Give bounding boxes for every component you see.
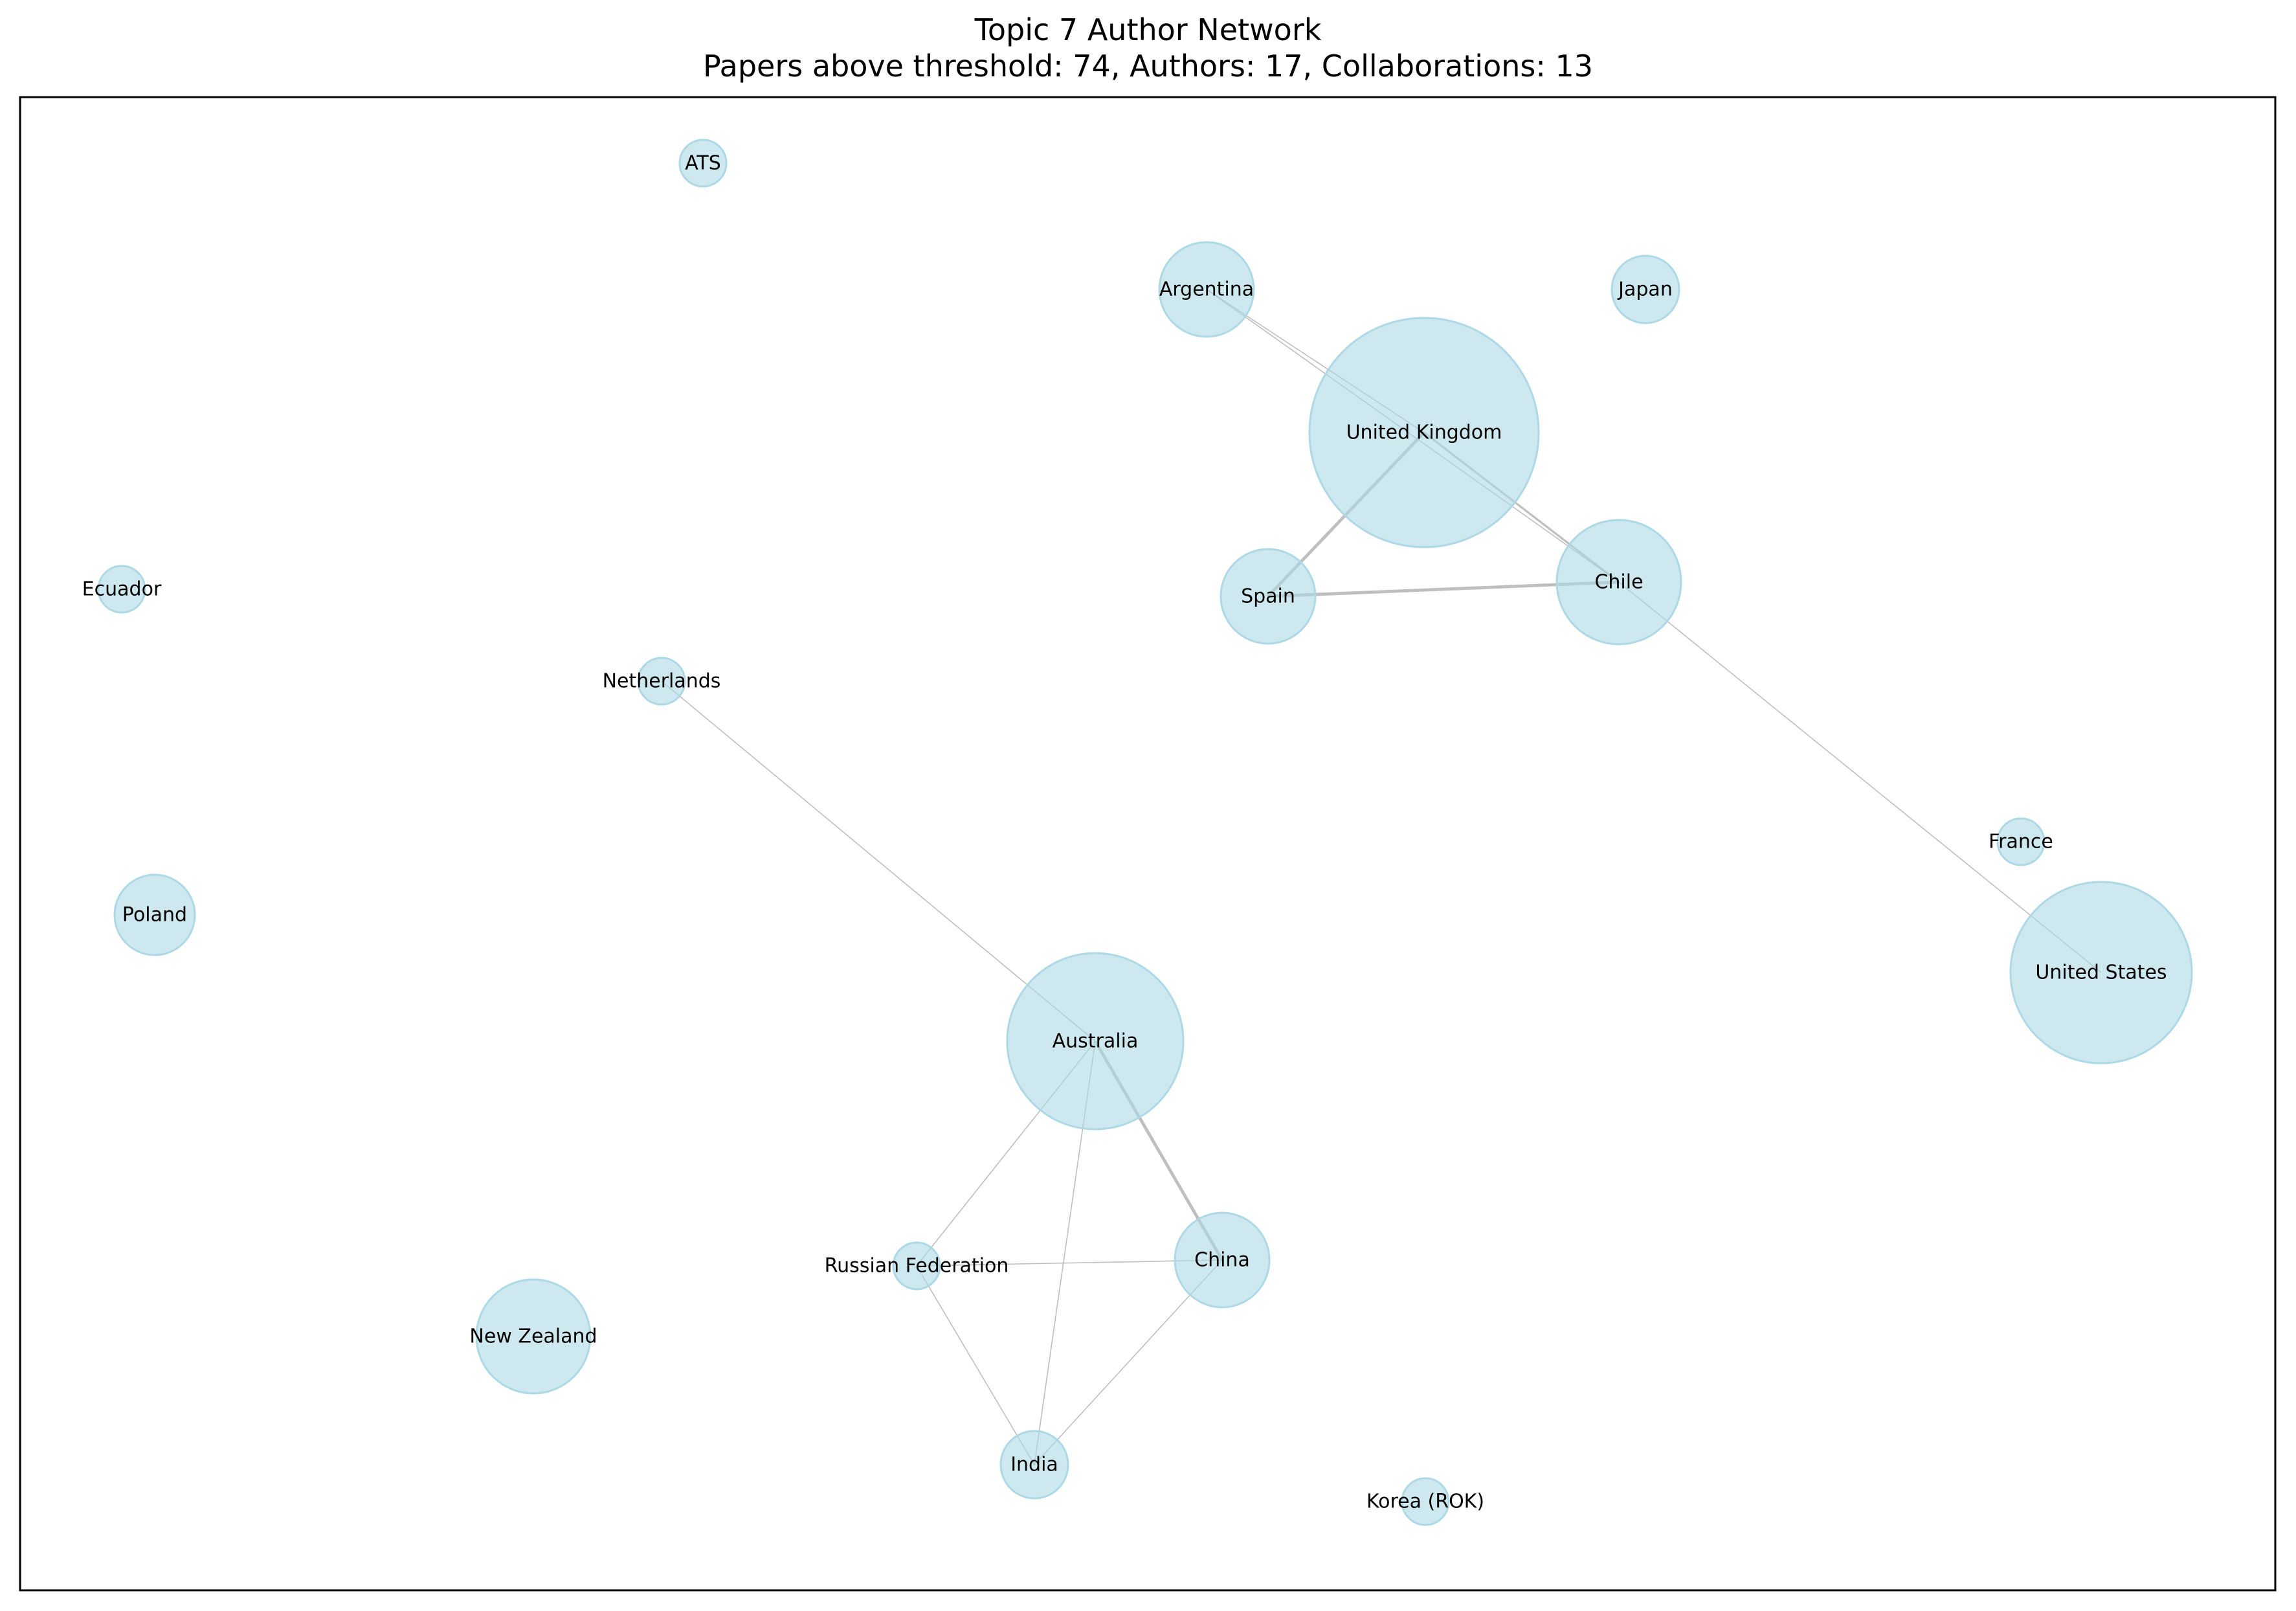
node-label-russian-federation: Russian Federation: [825, 1255, 1009, 1278]
node-spain[interactable]: [1220, 548, 1317, 645]
node-label-japan: Japan: [1617, 278, 1673, 301]
chart-title: Topic 7 Author Network: [974, 12, 1322, 47]
node-united-states[interactable]: [2009, 881, 2193, 1065]
node-netherlands[interactable]: [637, 657, 686, 706]
node-label-australia: Australia: [1053, 1030, 1139, 1053]
edge-netherlands-australia: [661, 681, 1096, 1042]
node-ats[interactable]: [678, 139, 728, 188]
nodes-layer: [97, 139, 2193, 1526]
node-argentina[interactable]: [1158, 241, 1255, 338]
node-label-argentina: Argentina: [1159, 278, 1254, 301]
node-china[interactable]: [1174, 1211, 1271, 1309]
chart-subtitle: Papers above threshold: 74, Authors: 17,…: [703, 49, 1593, 84]
plot-frame: [19, 96, 2277, 1592]
node-korea-rok[interactable]: [1401, 1477, 1450, 1526]
node-label-chile: Chile: [1594, 571, 1643, 594]
edge-chile-united-states: [1618, 581, 2102, 973]
node-india[interactable]: [999, 1430, 1069, 1500]
node-label-france: France: [1989, 831, 2053, 853]
node-japan[interactable]: [1611, 254, 1680, 324]
node-label-korea-rok: Korea (ROK): [1366, 1491, 1484, 1513]
node-label-poland: Poland: [122, 904, 187, 927]
node-label-netherlands: Netherlands: [603, 670, 721, 693]
node-label-china: China: [1194, 1249, 1250, 1272]
node-ecuador[interactable]: [97, 565, 146, 614]
node-united-kingdom[interactable]: [1308, 317, 1540, 548]
node-poland[interactable]: [113, 873, 196, 956]
node-australia[interactable]: [1006, 952, 1185, 1131]
node-label-new-zealand: New Zealand: [469, 1325, 597, 1348]
node-label-india: India: [1010, 1454, 1058, 1476]
node-chile[interactable]: [1555, 519, 1682, 646]
edge-russian-federation-china: [916, 1259, 1223, 1267]
node-label-ecuador: Ecuador: [82, 578, 162, 601]
node-new-zealand[interactable]: [475, 1278, 592, 1395]
edge-russian-federation-india: [916, 1265, 1035, 1465]
node-label-spain: Spain: [1241, 585, 1295, 608]
node-label-united-kingdom: United Kingdom: [1346, 422, 1502, 444]
node-label-ats: ATS: [685, 152, 721, 175]
title-block: Topic 7 Author Network Papers above thre…: [0, 12, 2296, 84]
node-label-united-states: United States: [2035, 962, 2167, 984]
node-france[interactable]: [1996, 817, 2045, 866]
node-russian-federation[interactable]: [892, 1241, 941, 1290]
